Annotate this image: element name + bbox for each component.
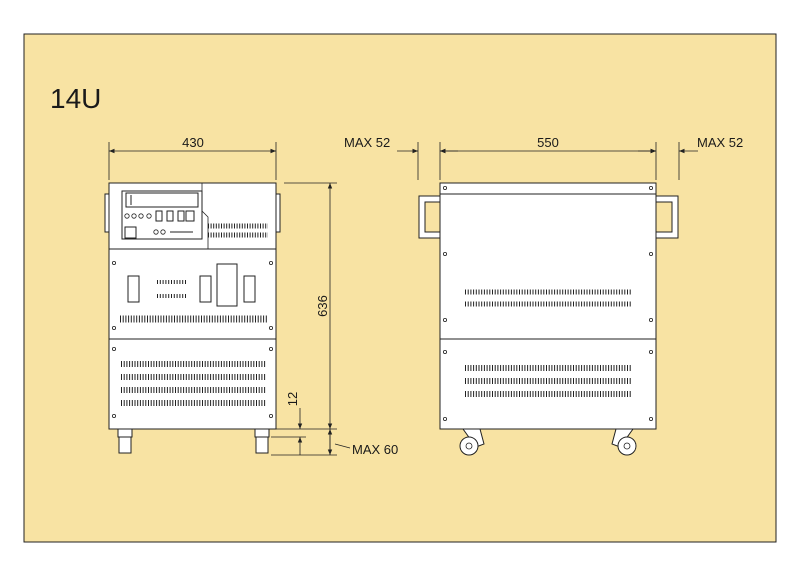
front-view: 430 — [104, 135, 398, 457]
right-handle-label: MAX 52 — [697, 135, 743, 150]
model-title: 14U — [50, 83, 101, 114]
front-right-caster — [255, 436, 269, 454]
front-lower-module — [108, 338, 277, 430]
display-window — [125, 192, 199, 208]
side-upper-vents — [465, 289, 632, 307]
caster-height-label: MAX 60 — [352, 442, 398, 457]
front-right-handle — [275, 193, 281, 233]
side-view: 550 MAX 52 MAX 52 — [344, 135, 743, 456]
height-label: 636 — [315, 295, 330, 317]
side-left-caster-wheel — [459, 436, 479, 456]
power-switch — [124, 226, 137, 239]
front-left-handle — [104, 193, 110, 233]
front-left-caster — [118, 436, 132, 454]
front-right-foot — [254, 428, 270, 438]
left-handle-label: MAX 52 — [344, 135, 390, 150]
front-left-foot — [117, 428, 133, 438]
side-depth-label: 550 — [537, 135, 559, 150]
front-middle-vents — [120, 280, 268, 323]
foot-height-label: 12 — [285, 392, 300, 406]
side-lower-panel — [439, 338, 657, 430]
side-lower-vents — [465, 365, 632, 397]
side-top-strip — [439, 182, 657, 195]
front-upper-vents — [208, 223, 268, 238]
side-right-caster-wheel — [617, 436, 637, 456]
side-upper-panel — [439, 193, 657, 340]
front-width-label: 430 — [182, 135, 204, 150]
